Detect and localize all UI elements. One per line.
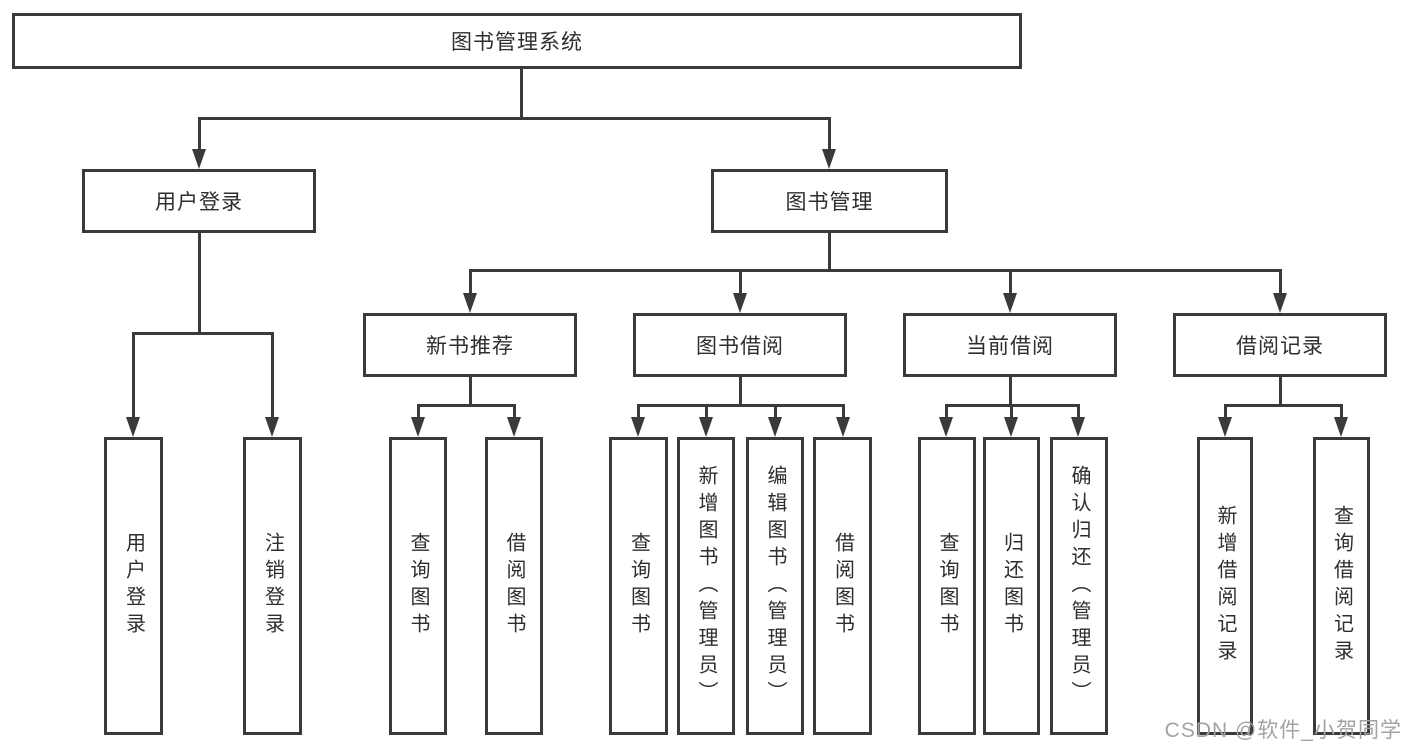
arrowhead-icon (1273, 293, 1287, 313)
node-new-book-recommend: 新书推荐 (363, 313, 577, 377)
leaf-logout-label: 注销登录 (261, 532, 284, 640)
connector-line (468, 377, 472, 407)
connector-line (827, 116, 831, 151)
connector-line (636, 403, 845, 407)
connector-line (841, 403, 845, 419)
connector-line (1223, 403, 1343, 407)
csdn-watermark: CSDN @软件_小贺同学 (1164, 719, 1402, 742)
arrowhead-icon (939, 417, 953, 437)
leaf-borrow-edit-book: 编辑图书（管理员） (746, 437, 804, 735)
connector-line (636, 403, 640, 419)
leaf-user-login: 用户登录 (104, 437, 163, 735)
node-root: 图书管理系统 (12, 13, 1022, 69)
connector-line (519, 67, 523, 120)
connector-line (468, 268, 1282, 272)
leaf-borrow-query-book-label: 查询图书 (627, 532, 650, 640)
connector-line (131, 331, 274, 335)
connector-line (416, 403, 420, 419)
leaf-borrow-borrow-book-label: 借阅图书 (831, 532, 854, 640)
connector-line (468, 268, 472, 295)
leaf-record-add-label: 新增借阅记录 (1214, 505, 1236, 667)
arrowhead-icon (1071, 417, 1085, 437)
connector-line (512, 403, 516, 419)
leaf-current-query-book-label: 查询图书 (936, 532, 958, 640)
arrowhead-icon (126, 417, 140, 437)
connector-line (1339, 403, 1343, 419)
leaf-record-query: 查询借阅记录 (1313, 437, 1370, 735)
connector-line (197, 116, 201, 151)
connector-line (773, 403, 777, 419)
arrowhead-icon (463, 293, 477, 313)
arrowhead-icon (822, 149, 836, 169)
leaf-newbook-borrow-book: 借阅图书 (485, 437, 543, 735)
connector-line (1076, 403, 1080, 419)
arrowhead-icon (265, 417, 279, 437)
arrowhead-icon (699, 417, 713, 437)
leaf-borrow-add-book-label: 新增图书（管理员） (695, 464, 717, 708)
node-current-borrow-label: 当前借阅 (966, 335, 1054, 358)
arrowhead-icon (631, 417, 645, 437)
leaf-current-confirm-return: 确认归还（管理员） (1050, 437, 1108, 735)
arrowhead-icon (192, 149, 206, 169)
arrowhead-icon (411, 417, 425, 437)
connector-line (197, 116, 831, 120)
node-borrow-record-label: 借阅记录 (1236, 335, 1324, 358)
connector-line (704, 403, 708, 419)
leaf-current-return-book-label: 归还图书 (1000, 532, 1023, 640)
leaf-borrow-query-book: 查询图书 (609, 437, 668, 735)
connector-line (1008, 268, 1012, 295)
connector-line (1278, 268, 1282, 295)
connector-line (416, 403, 516, 407)
leaf-newbook-query-book-label: 查询图书 (407, 532, 429, 640)
arrowhead-icon (1334, 417, 1348, 437)
leaf-current-return-book: 归还图书 (983, 437, 1040, 735)
connector-line (1223, 403, 1227, 419)
arrowhead-icon (1004, 417, 1018, 437)
connector-line (944, 403, 948, 419)
node-user-login: 用户登录 (82, 169, 316, 233)
node-new-book-recommend-label: 新书推荐 (426, 335, 514, 358)
node-book-borrow: 图书借阅 (633, 313, 847, 377)
leaf-borrow-add-book: 新增图书（管理员） (677, 437, 735, 735)
connector-line (738, 268, 742, 295)
node-book-management: 图书管理 (711, 169, 948, 233)
node-root-label: 图书管理系统 (451, 31, 583, 54)
arrowhead-icon (1003, 293, 1017, 313)
leaf-newbook-query-book: 查询图书 (389, 437, 447, 735)
connector-line (270, 331, 274, 419)
connector-line (1009, 403, 1013, 419)
connector-line (197, 233, 201, 335)
arrowhead-icon (836, 417, 850, 437)
leaf-user-login-label: 用户登录 (122, 532, 145, 640)
leaf-logout: 注销登录 (243, 437, 302, 735)
arrowhead-icon (768, 417, 782, 437)
node-book-borrow-label: 图书借阅 (696, 335, 784, 358)
arrowhead-icon (1218, 417, 1232, 437)
leaf-current-query-book: 查询图书 (918, 437, 976, 735)
connector-line (1278, 377, 1282, 407)
connector-line (738, 377, 742, 407)
node-user-login-label: 用户登录 (155, 191, 243, 214)
leaf-current-confirm-return-label: 确认归还（管理员） (1068, 464, 1090, 708)
leaf-borrow-borrow-book: 借阅图书 (813, 437, 872, 735)
node-current-borrow: 当前借阅 (903, 313, 1117, 377)
leaf-record-query-label: 查询借阅记录 (1330, 505, 1353, 667)
leaf-borrow-edit-book-label: 编辑图书（管理员） (764, 464, 786, 708)
leaf-newbook-borrow-book-label: 借阅图书 (503, 532, 525, 640)
node-borrow-record: 借阅记录 (1173, 313, 1387, 377)
connector-line (1008, 377, 1012, 407)
leaf-record-add: 新增借阅记录 (1197, 437, 1253, 735)
node-book-management-label: 图书管理 (785, 191, 874, 214)
connector-line (131, 331, 135, 419)
arrowhead-icon (733, 293, 747, 313)
arrowhead-icon (507, 417, 521, 437)
connector-line (827, 233, 831, 272)
